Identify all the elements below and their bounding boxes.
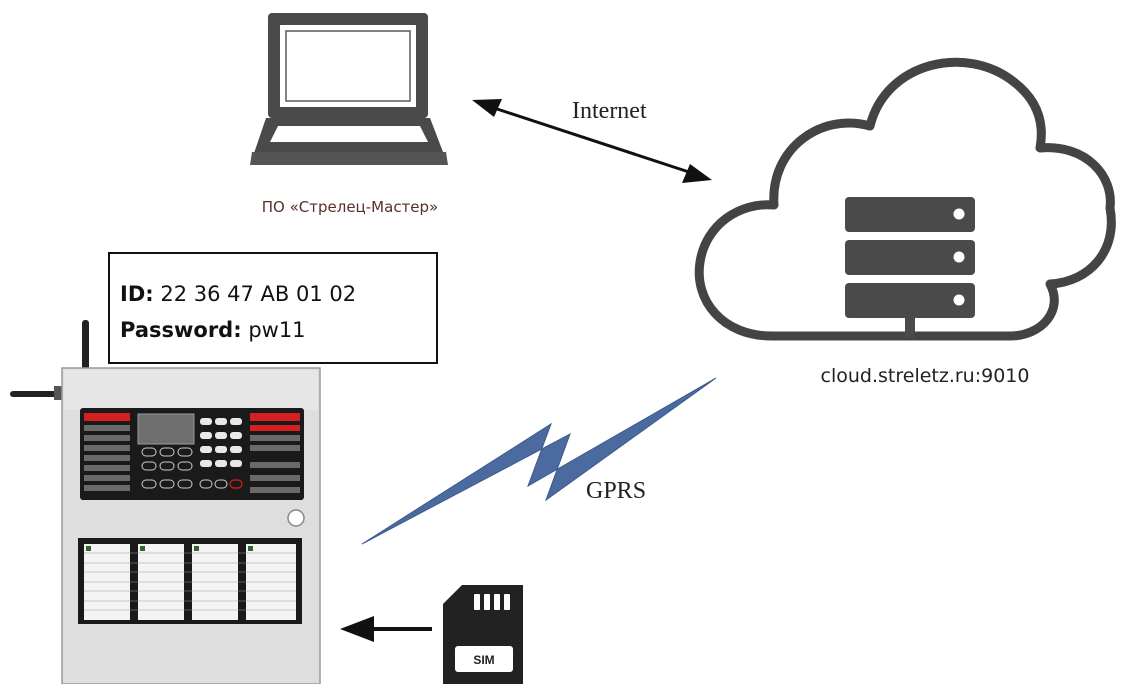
internet-link-arrow [472, 99, 712, 183]
cloud-address-label: cloud.streletz.ru:9010 [820, 365, 1030, 387]
cloud-server-icon [694, 57, 1116, 341]
password-label: Password: [120, 318, 242, 342]
software-label: ПО «Стрелец-Мастер» [261, 198, 439, 216]
password-value: pw11 [248, 318, 306, 342]
fire-alarm-controller [10, 320, 321, 684]
id-line: ID: 22 36 47 AB 01 02 [120, 276, 436, 312]
internet-label: Internet [572, 98, 647, 124]
credentials-box: ID: 22 36 47 AB 01 02 Password: pw11 [108, 252, 438, 364]
sim-card-icon: SIM [443, 585, 523, 684]
gprs-label: GPRS [586, 478, 647, 504]
server-icon [845, 197, 975, 338]
sim-label: SIM [473, 653, 494, 667]
password-line: Password: pw11 [120, 312, 436, 348]
gprs-lightning-icon [361, 377, 717, 545]
sim-insert-arrow [340, 616, 432, 642]
laptop-icon [250, 13, 448, 165]
id-label: ID: [120, 282, 154, 306]
id-value: 22 36 47 AB 01 02 [160, 282, 357, 306]
